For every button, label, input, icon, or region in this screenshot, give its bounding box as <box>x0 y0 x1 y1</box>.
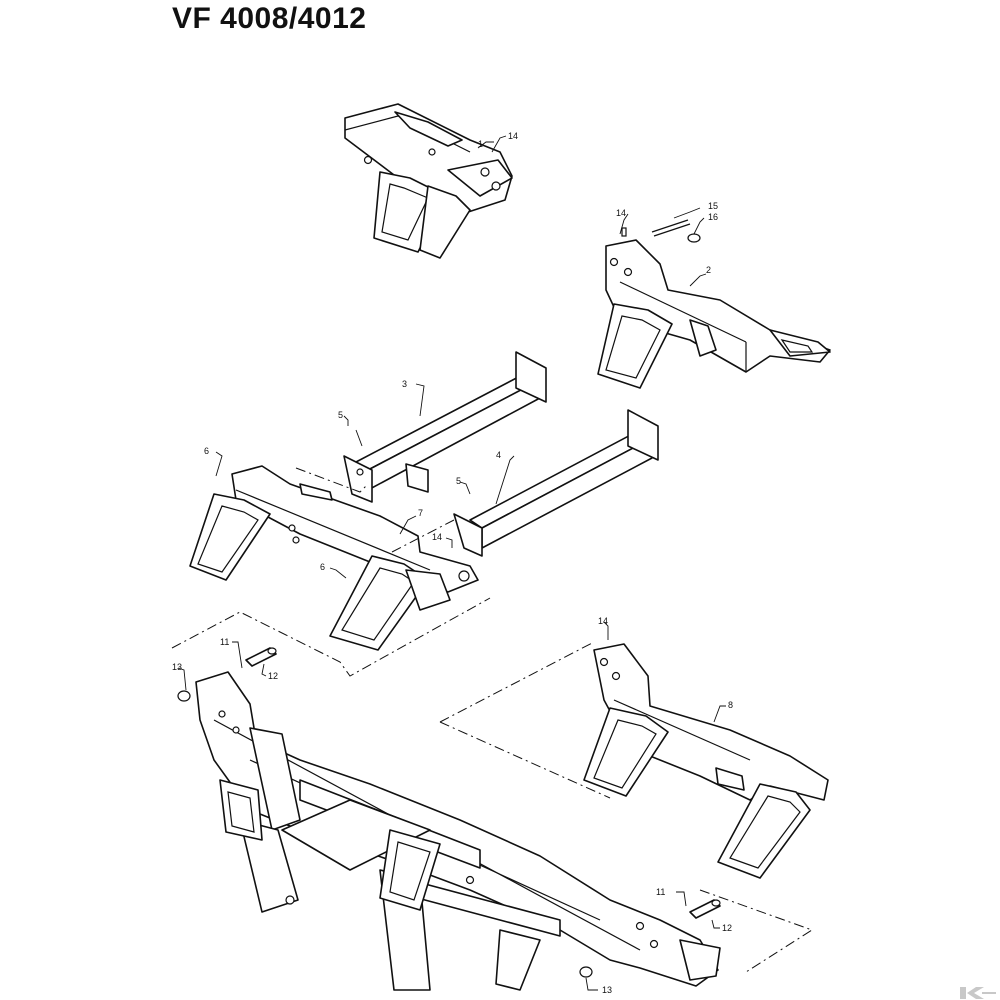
callout-2: 2 <box>706 265 711 275</box>
part-1-hitch-bracket <box>344 103 513 259</box>
brand-logo-icon <box>960 987 996 999</box>
callout-13-a: 13 <box>172 662 182 672</box>
callout-11-a: 11 <box>220 637 229 647</box>
part-3-tube <box>343 351 547 503</box>
callout-11-b: 11 <box>656 887 665 897</box>
callout-14-a: 14 <box>508 131 518 141</box>
callout-1: 1 <box>478 139 483 149</box>
callout-3: 3 <box>402 379 407 389</box>
callout-15: 15 <box>708 201 718 211</box>
callout-8: 8 <box>728 700 733 710</box>
part-8-wing-frame <box>583 643 829 879</box>
callout-7: 7 <box>418 508 423 518</box>
part-4-tube <box>453 409 659 557</box>
part-7-center-frame <box>189 465 479 651</box>
callout-4: 4 <box>496 450 501 460</box>
assembly-lines <box>171 467 814 973</box>
callout-6-a: 6 <box>204 446 209 456</box>
callout-13-b: 13 <box>602 985 612 995</box>
callout-12-a: 12 <box>268 671 278 681</box>
part-2-wing-frame <box>597 219 831 389</box>
leader-lines <box>177 135 726 991</box>
callout-labels: 1 14 14 15 16 2 3 5 6 4 5 7 14 6 11 13 1… <box>172 131 733 995</box>
callout-16: 16 <box>708 212 718 222</box>
diagram-title: VF 4008/4012 <box>172 2 367 35</box>
callout-6-b: 6 <box>320 562 325 572</box>
callout-14-b: 14 <box>616 208 626 218</box>
callout-14-c: 14 <box>432 532 442 542</box>
callout-5-a: 5 <box>338 410 343 420</box>
main-frame <box>177 647 721 991</box>
callout-5-b: 5 <box>456 476 461 486</box>
callout-12-b: 12 <box>722 923 732 933</box>
callout-14-d: 14 <box>598 616 608 626</box>
